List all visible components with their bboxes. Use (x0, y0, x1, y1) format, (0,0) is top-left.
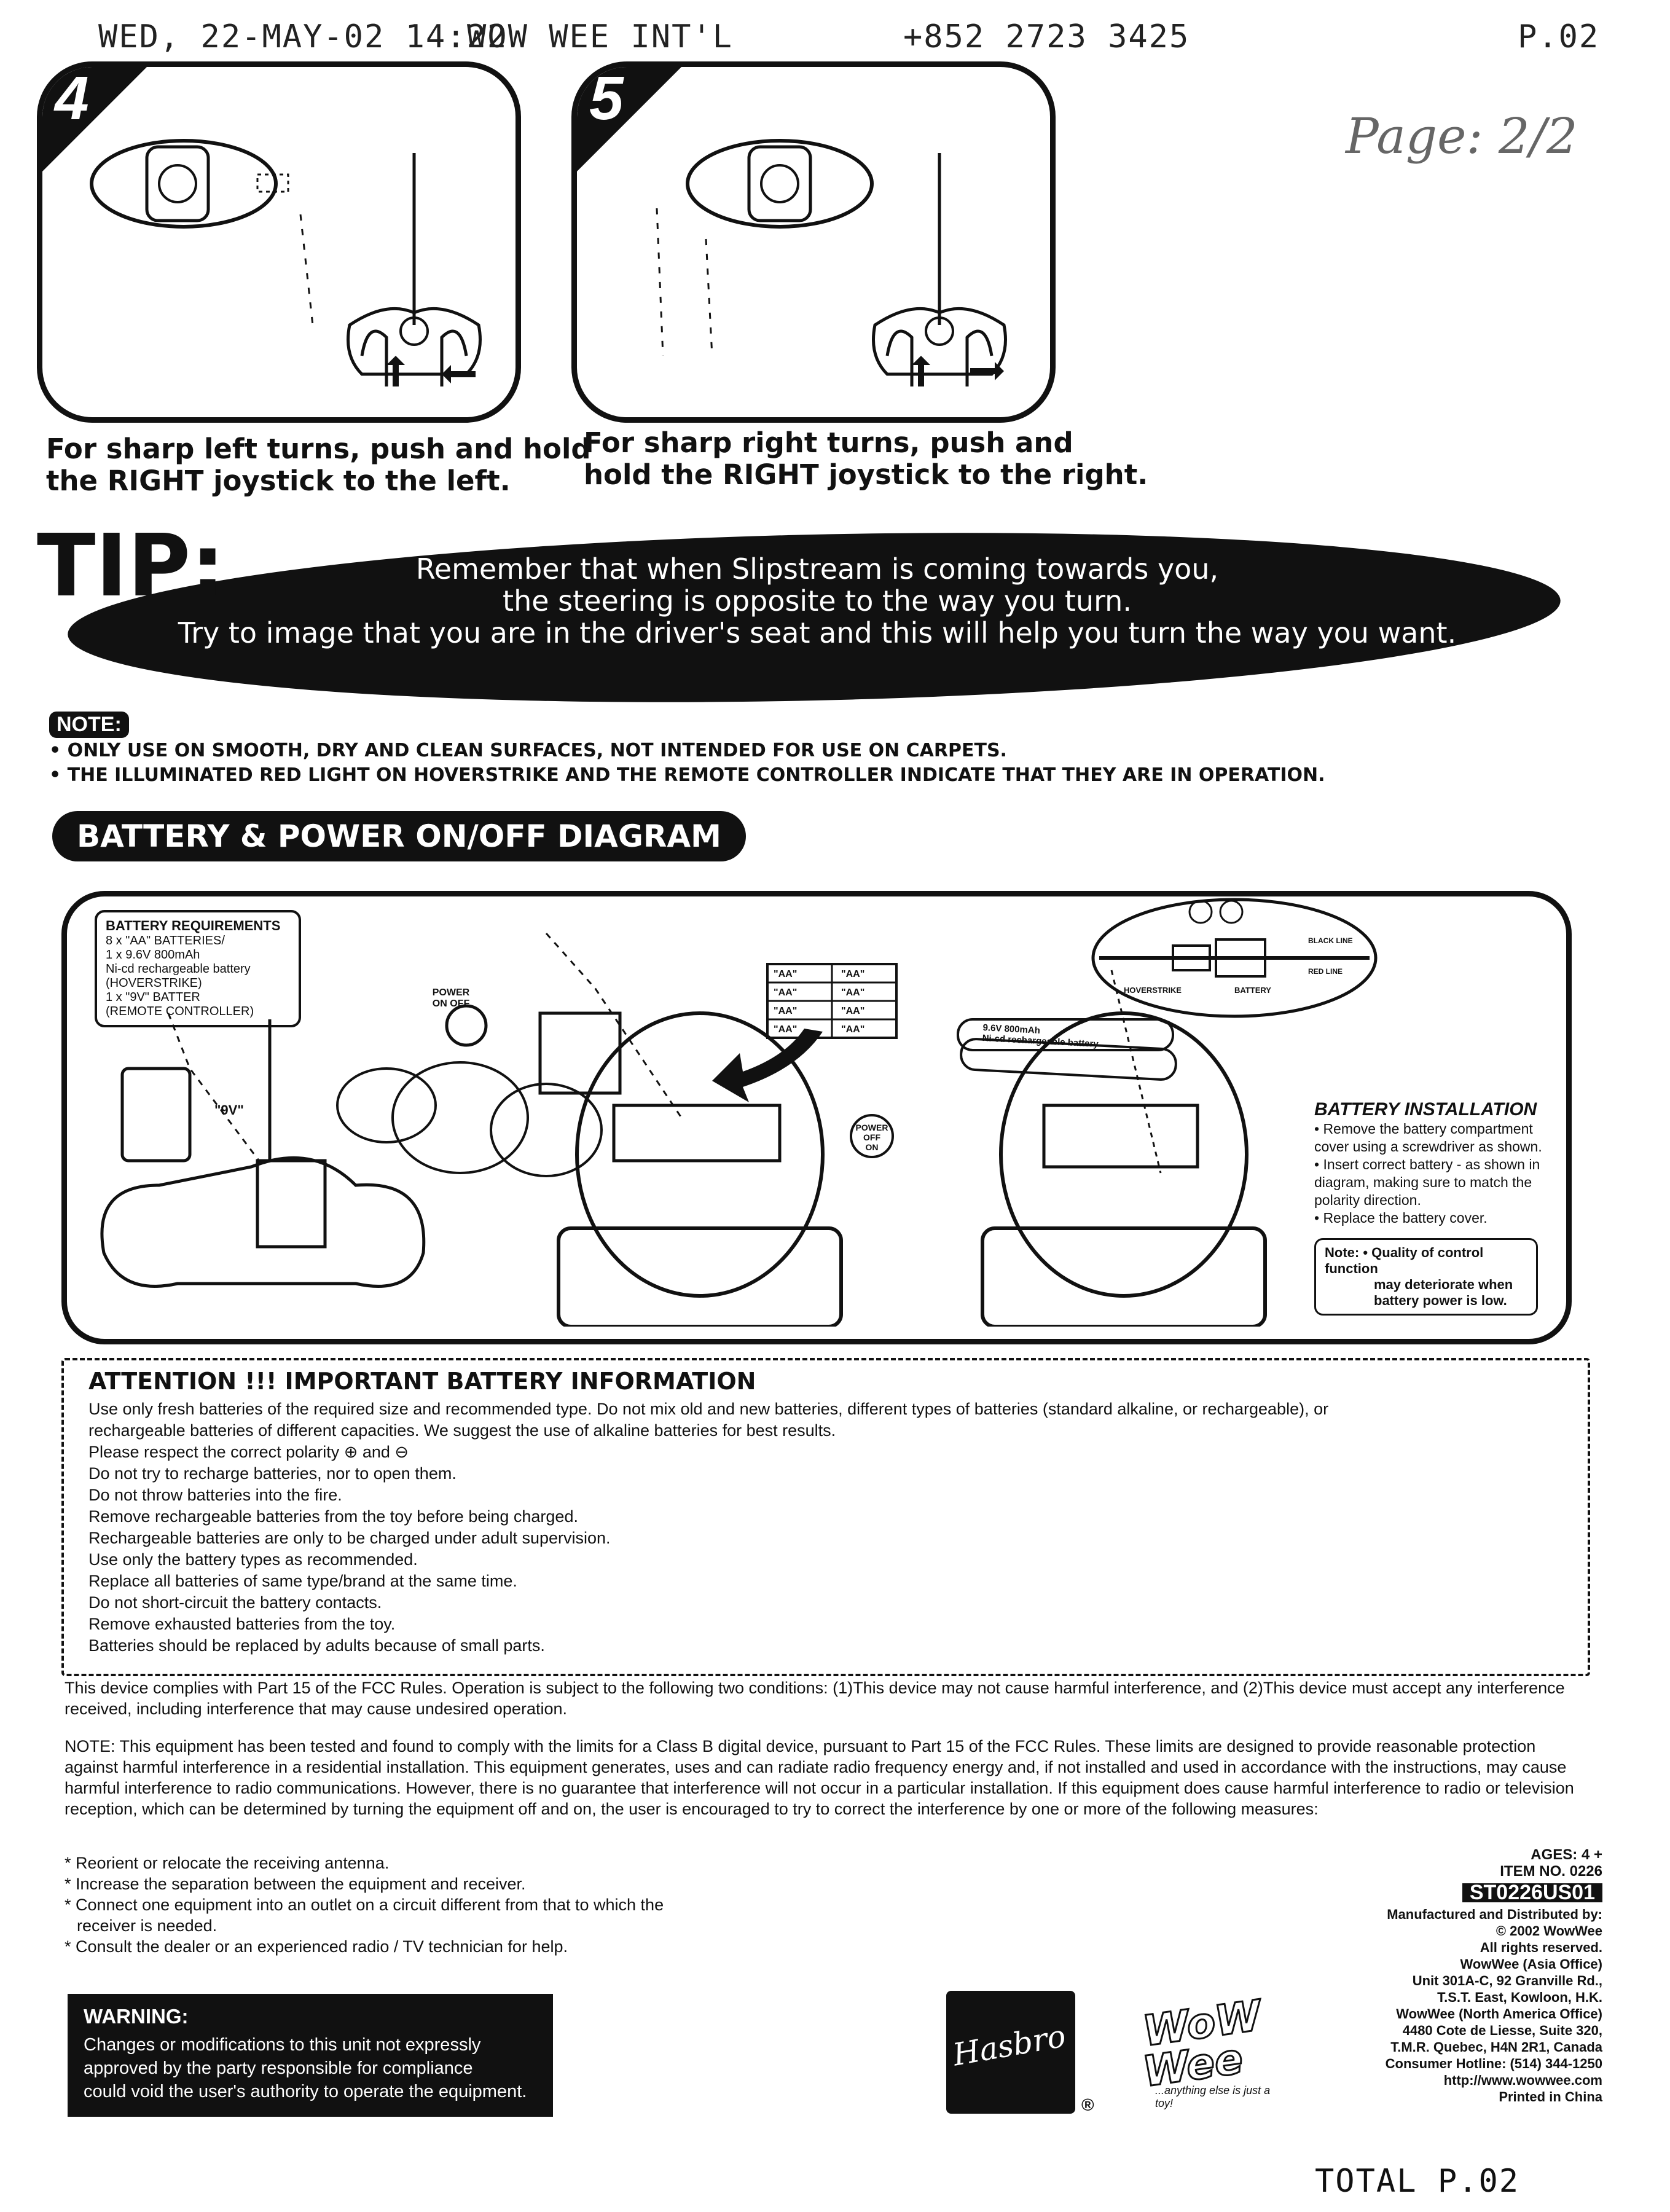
battery-information-box: ATTENTION !!! IMPORTANT BATTERY INFORMAT… (61, 1358, 1590, 1676)
fcc-compliance-paragraph: This device complies with Part 15 of the… (65, 1679, 1565, 1718)
step-5-panel: 5 (571, 61, 1056, 423)
warning-title: WARNING: (84, 2005, 189, 2028)
battery-installation-title: BATTERY INSTALLATION (1314, 1099, 1537, 1120)
aa-battery-stack (766, 963, 898, 1039)
step-4-caption: For sharp left turns, push and hold the … (46, 433, 591, 497)
registered-mark: ® (1081, 2095, 1094, 2114)
red-line-label: RED LINE (1308, 967, 1343, 976)
fax-total-pages: TOTAL P.02 (1315, 2163, 1520, 2200)
hasbro-logo: Hasbro (946, 1991, 1075, 2114)
battery-installation-steps: • Remove the battery compartment cover u… (1314, 1121, 1542, 1226)
tip-line-3: Try to image that you are in the driver'… (178, 616, 1457, 649)
note-list: • ONLY USE ON SMOOTH, DRY AND CLEAN SURF… (49, 739, 1325, 788)
fax-page: P.02 (1518, 18, 1600, 55)
tip-line-1: Remember that when Slipstream is coming … (415, 552, 1219, 586)
step-5-illustration (656, 139, 1007, 386)
nine-volt-label: "9V" (214, 1102, 244, 1118)
battery-quality-note: Note: • Quality of control function may … (1314, 1238, 1538, 1316)
age-rating: AGES: 4 + (1531, 1846, 1602, 1863)
product-code: ST0226US01 (1462, 1882, 1602, 1903)
nicd-battery-pack (957, 1018, 1177, 1081)
aa-label-column-1: "AA""AA""AA""AA" (774, 969, 798, 1035)
tip-label: TIP: (37, 516, 225, 616)
step-4-panel: 4 (37, 61, 521, 423)
fax-phone: +852 2723 3425 (903, 18, 1190, 55)
note-item: • ONLY USE ON SMOOTH, DRY AND CLEAN SURF… (49, 740, 1007, 761)
manufacturer-info: AGES: 4 + ITEM NO. 0226 ST0226US01 Manuf… (1385, 1846, 1602, 2104)
battery-connector-label: BATTERY (1234, 986, 1271, 995)
note-badge: NOTE: (49, 712, 129, 738)
tip-text: Remember that when Slipstream is coming … (98, 553, 1536, 649)
aa-label-column-2: "AA""AA""AA""AA" (841, 969, 865, 1035)
attention-list: Use only fresh batteries of the required… (88, 1400, 1329, 1655)
step-5-caption: For sharp right turns, push and hold the… (584, 426, 1148, 491)
handwritten-page-note: Page: 2/2 (1346, 108, 1578, 165)
item-number: ITEM NO. 0226 (1500, 1863, 1602, 1880)
tip-line-2: the steering is opposite to the way you … (503, 584, 1132, 618)
battery-installation-section: BATTERY INSTALLATION • Remove the batter… (1314, 1099, 1542, 1316)
step-4-number: 4 (55, 64, 89, 133)
black-line-label: BLACK LINE (1308, 936, 1353, 945)
battery-diagram-panel: BATTERY REQUIREMENTS 8 x "AA" BATTERIES/… (61, 891, 1572, 1344)
step-5-number: 5 (589, 64, 624, 133)
fcc-note-paragraph: NOTE: This equipment has been tested and… (65, 1737, 1574, 1818)
warning-box: WARNING: Changes or modifications to thi… (68, 1994, 553, 2117)
wowwee-logo: WoW Wee ...anything else is just a toy! (1139, 1991, 1271, 2109)
fcc-measures-list: * Reorient or relocate the receiving ant… (65, 1854, 664, 1956)
battery-diagram-banner: BATTERY & POWER ON/OFF DIAGRAM (52, 811, 746, 861)
battery-diagram-illustration (100, 898, 1378, 1327)
battery-requirements-box: BATTERY REQUIREMENTS 8 x "AA" BATTERIES/… (95, 910, 301, 1027)
warning-text: Changes or modifications to this unit no… (84, 2035, 527, 2101)
note-item: • THE ILLUMINATED RED LIGHT ON HOVERSTRI… (49, 764, 1325, 786)
step-4-illustration (90, 139, 482, 386)
fax-company: WOW WEE INT'L (467, 18, 733, 55)
fax-date: WED, 22-MAY-02 14:22 (98, 18, 508, 55)
attention-title: ATTENTION !!! IMPORTANT BATTERY INFORMAT… (88, 1368, 756, 1395)
hoverstrike-connector-label: HOVERSTRIKE (1124, 986, 1182, 995)
